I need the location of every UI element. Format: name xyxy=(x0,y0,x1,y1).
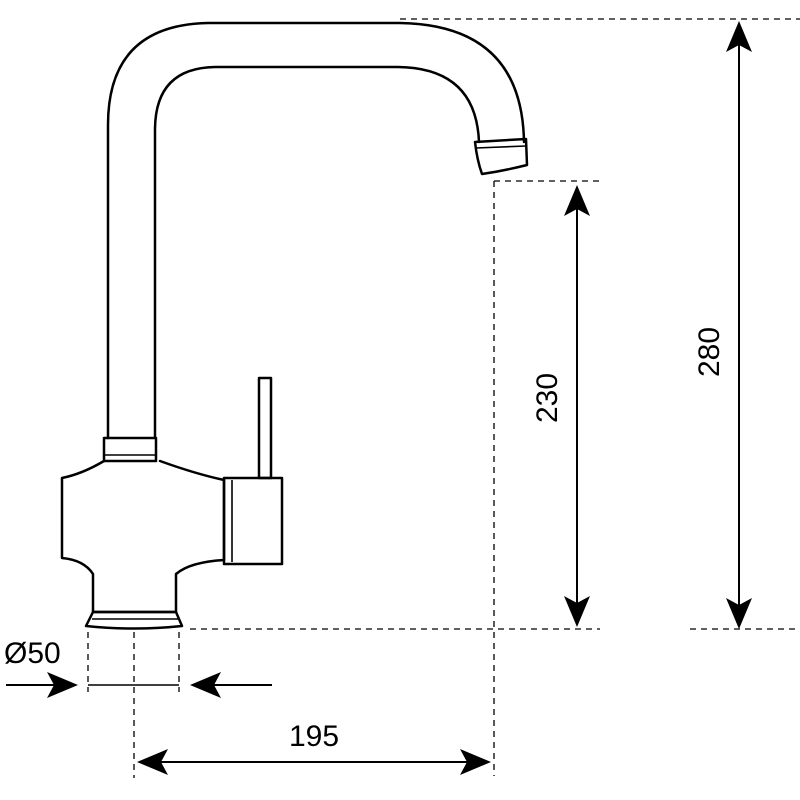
dimension-base-diameter: Ø50 xyxy=(4,637,272,698)
faucet-body xyxy=(60,459,226,614)
spout-outer xyxy=(106,21,526,440)
aerator-tip xyxy=(473,137,529,176)
spout-collar xyxy=(102,436,158,463)
arrowhead-down xyxy=(726,598,752,629)
faucet-outline xyxy=(60,21,529,630)
spout-height-label: 230 xyxy=(531,373,564,423)
dimension-spout-height: 230 xyxy=(531,185,590,627)
spout-reach-label: 195 xyxy=(289,720,339,753)
base-diameter-label: Ø50 xyxy=(4,637,61,670)
arrowhead-down xyxy=(564,596,590,627)
dimension-spout-reach: 195 xyxy=(137,720,491,775)
arrowhead-right xyxy=(460,749,491,775)
lever-handle xyxy=(257,376,273,480)
arrowhead-up xyxy=(564,185,590,216)
handle-block xyxy=(222,476,284,566)
arrowhead-left xyxy=(190,672,221,698)
arrowhead-right xyxy=(47,672,78,698)
total-height-label: 280 xyxy=(693,327,726,377)
arrowhead-left xyxy=(137,749,168,775)
base-ring xyxy=(84,610,184,630)
aerator-ring xyxy=(475,145,527,149)
spout-inner xyxy=(153,65,481,440)
reference-lines xyxy=(87,18,800,778)
dimension-total-height: 280 xyxy=(693,21,752,629)
arrowhead-up xyxy=(726,21,752,52)
